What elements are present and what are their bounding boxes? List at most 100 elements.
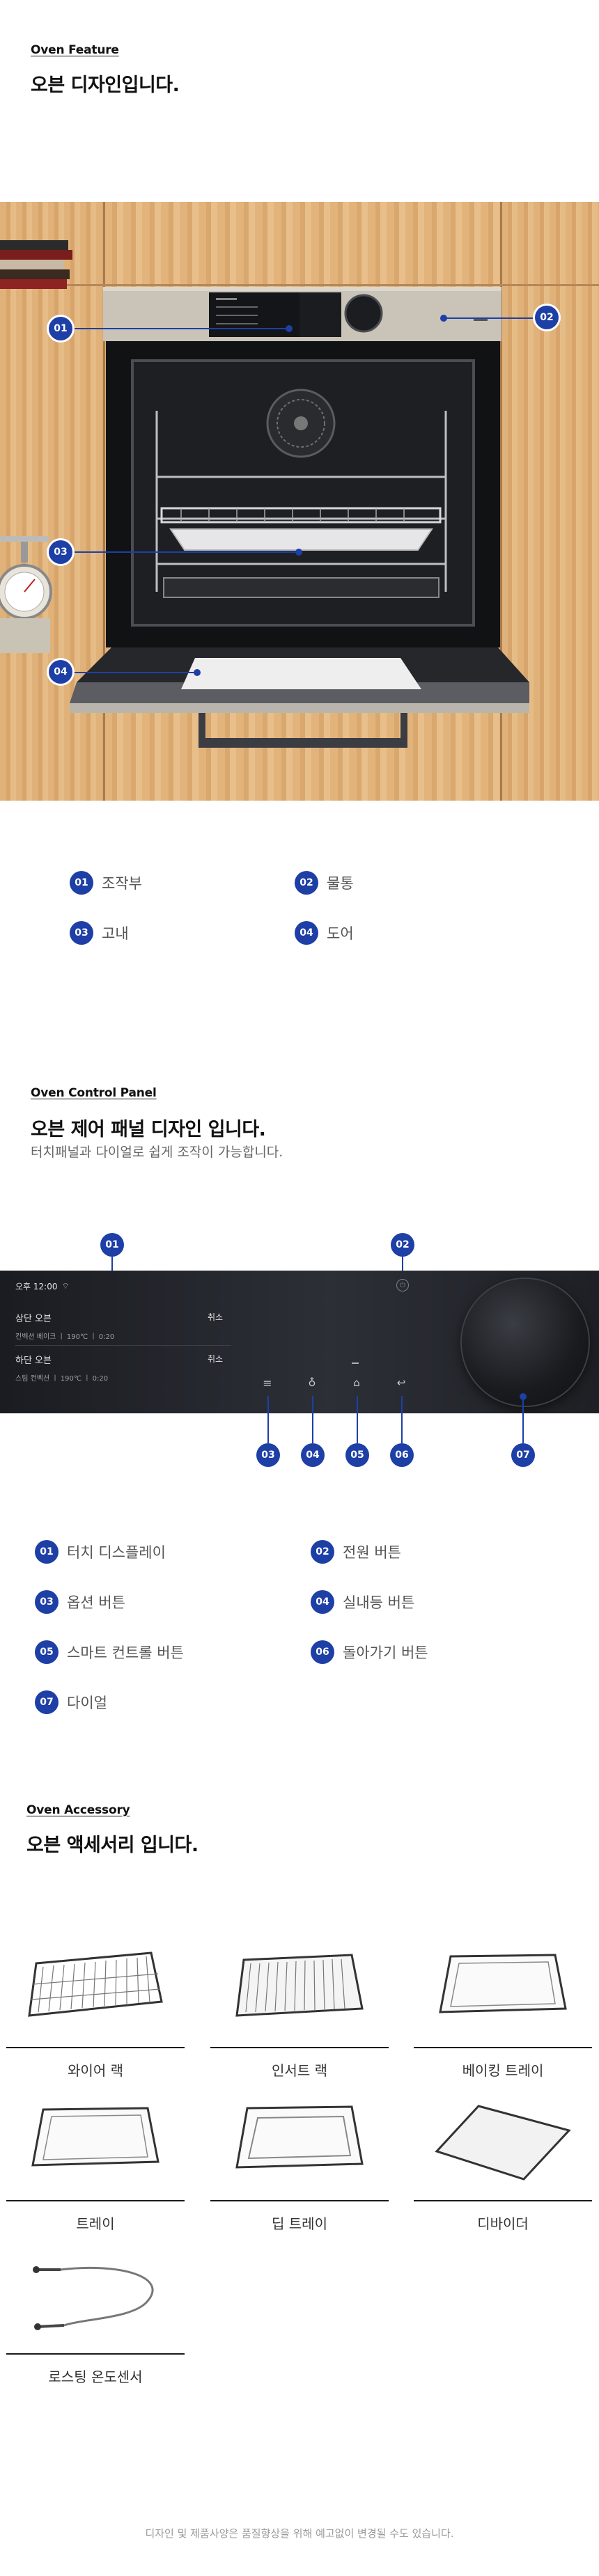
accessory-roasting-probe: 로스팅 온도센서 [6,2242,185,2395]
kitchen-scale-icon [0,536,52,653]
control-section-title: 오븐 제어 패널 디자인 입니다. [31,1119,266,1140]
lower-oven-name: 하단 오븐 [15,1356,52,1366]
callout-dot-02 [440,315,447,322]
panel-badge-06: 06 [390,1443,414,1467]
lower-oven-info: 스팀 컨벡션 ㅣ 190℃ ㅣ 0:20 [15,1375,109,1383]
panel-leader-07 [522,1396,524,1443]
option-button[interactable]: ≡ [259,1376,276,1393]
accessory-section-title: 오븐 액세서리 입니다. [26,1835,199,1856]
hero-badge-03: 03 [49,540,72,564]
accessory-section-label: Oven Accessory [26,1803,130,1817]
control-legend-text: 다이얼 [67,1695,107,1711]
feature-legend-02: 02 물통 [295,869,354,897]
control-legend-01: 01 터치 디스플레이 [35,1538,166,1566]
callout-dot-01 [286,325,293,332]
panel-badge-02: 02 [391,1233,414,1257]
footnote-disclaimer: 디자인 및 제품사양은 품질향상을 위해 예고없이 변경될 수도 있습니다. [145,2527,454,2540]
feature-legend-text: 도어 [327,925,354,942]
feature-legend-text: 조작부 [102,875,142,892]
light-button[interactable]: ♁ [304,1376,320,1393]
control-legend-02: 02 전원 버튼 [311,1538,401,1566]
control-legend-text: 실내등 버튼 [343,1594,415,1611]
panel-leader-05 [357,1396,358,1443]
control-legend-badge: 01 [35,1540,59,1564]
control-legend-06: 06 돌아가기 버튼 [311,1638,428,1666]
smart-control-icon: ⌂ [353,1376,360,1389]
feature-legend-text: 고내 [102,925,129,942]
feature-legend-text: 물통 [327,875,354,892]
feature-section-label: Oven Feature [31,43,119,57]
accessory-rule [210,2047,389,2048]
display-time: 오후 12:00 ⌔ [15,1280,70,1292]
feature-legend-badge: 02 [295,871,318,895]
hero-badge-02: 02 [535,306,559,329]
panel-leader-06 [401,1396,403,1443]
accessory-deep-tray: 딥 트레이 [210,2089,389,2242]
upper-oven-cancel[interactable]: 취소 [208,1312,224,1322]
callout-dot-03 [295,549,302,556]
control-legend-04: 04 실내등 버튼 [311,1588,414,1616]
tray-icon [31,2107,160,2167]
accessory-rule [6,2353,185,2355]
feature-legend-badge: 04 [295,921,318,945]
control-legend-badge: 04 [311,1590,334,1614]
back-button[interactable]: ↩ [393,1376,410,1393]
accessory-tray: 트레이 [6,2089,185,2242]
feature-legend-03: 03 고내 [70,919,129,947]
feature-section-title: 오븐 디자인입니다. [31,74,180,96]
wire-rack-icon [28,1951,163,2017]
control-legend-03: 03 옵션 버튼 [35,1588,125,1616]
panel-badge-04: 04 [301,1443,325,1467]
accessory-name: 베이킹 트레이 [462,2062,544,2079]
control-dial[interactable] [462,1279,589,1406]
feature-legend-01: 01 조작부 [70,869,142,897]
roasting-probe-icon [33,2266,154,2330]
control-section-subtitle: 터치패널과 다이얼로 쉽게 조작이 가능합니다. [31,1145,283,1160]
accessory-rule [6,2047,185,2048]
control-legend-badge: 06 [311,1640,334,1664]
accessory-name: 로스팅 온도센서 [48,2369,143,2385]
callout-line-02 [446,317,543,319]
accessory-rule [6,2200,185,2201]
control-legend-text: 전원 버튼 [343,1544,401,1561]
upper-oven-info: 컨벡션 베이크 ㅣ 190℃ ㅣ 0:20 [15,1333,115,1341]
accessory-name: 트레이 [76,2215,115,2232]
accessory-baking-tray: 베이킹 트레이 [414,1935,592,2089]
control-legend-text: 옵션 버튼 [67,1594,125,1611]
deep-tray-icon [235,2105,364,2169]
smart-control-button[interactable]: ⌂ [348,1376,365,1393]
control-panel-image: 오후 12:00 ⌔ 상단 오븐 취소 컨벡션 베이크 ㅣ 190℃ ㅣ 0:2… [0,1271,599,1413]
feature-legend-badge: 03 [70,921,93,945]
control-legend-badge: 03 [35,1590,59,1614]
lower-oven-cancel[interactable]: 취소 [208,1354,224,1364]
accessory-name: 딥 트레이 [272,2215,327,2232]
panel-dot-07 [520,1393,527,1400]
hero-badge-01: 01 [49,317,72,340]
feature-legend-04: 04 도어 [295,919,354,947]
accessory-insert-rack: 인서트 랙 [210,1935,389,2089]
accessory-divider: 디바이더 [414,2089,592,2242]
oven-hero-image: 01 02 03 04 [0,202,599,801]
control-legend-07: 07 다이얼 [35,1688,107,1716]
panel-leader-04 [312,1396,313,1443]
hero-badge-04: 04 [49,660,72,684]
accessory-name: 와이어 랙 [68,2062,123,2079]
control-legend-text: 터치 디스플레이 [67,1544,166,1561]
panel-leader-03 [267,1396,269,1443]
callout-line-01 [72,328,288,329]
shelf-books [0,240,73,299]
panel-badge-05: 05 [345,1443,369,1467]
accessory-rule [414,2200,592,2201]
panel-badge-03: 03 [256,1443,280,1467]
power-button[interactable]: ⏻ [396,1279,409,1291]
panel-leader-02 [402,1257,403,1278]
control-legend-badge: 05 [35,1640,59,1664]
baking-tray-icon [439,1954,567,2013]
back-arrow-icon: ↩ [396,1376,406,1389]
divider-icon [435,2105,571,2181]
lamp-icon: ♁ [308,1376,316,1389]
feature-legend-badge: 01 [70,871,93,895]
callout-line-03 [72,551,299,553]
callout-dot-04 [194,669,201,676]
accessory-name: 인서트 랙 [272,2062,327,2079]
